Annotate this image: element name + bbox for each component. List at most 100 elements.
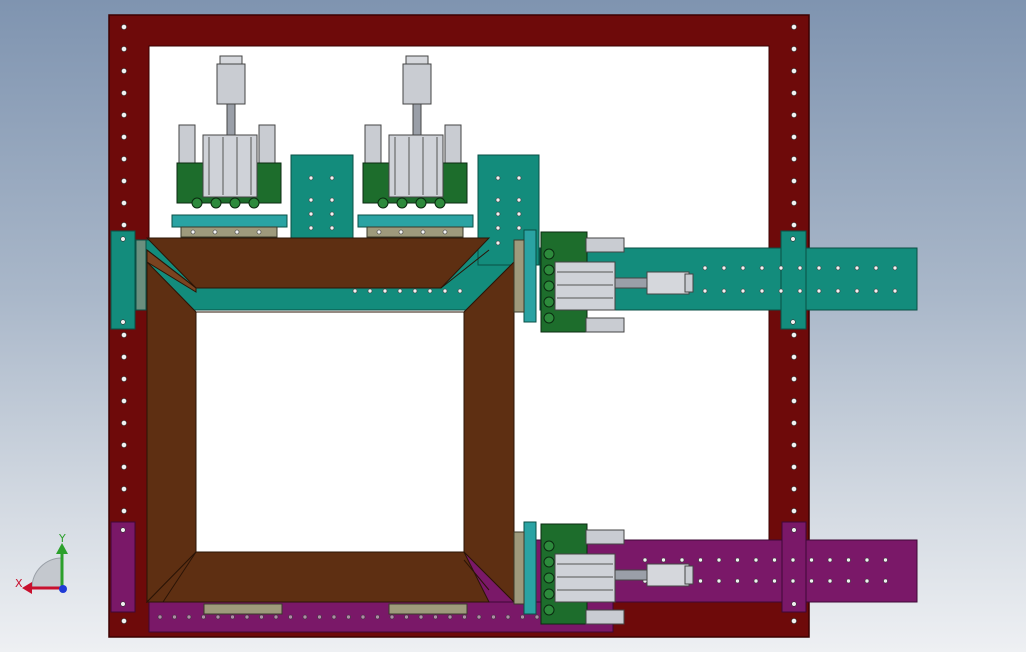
bolt-hole bbox=[790, 578, 796, 584]
bolt-hole bbox=[215, 614, 221, 620]
bolt-hole bbox=[121, 486, 127, 492]
bolt-hole bbox=[772, 578, 777, 584]
bolt-hole bbox=[121, 24, 127, 30]
bolt-hole bbox=[791, 420, 797, 426]
bottom-left-block bbox=[110, 521, 136, 613]
bolt-hole bbox=[234, 229, 240, 235]
mount-bolt bbox=[543, 572, 555, 584]
wood-frame bbox=[145, 237, 515, 615]
bolt-hole bbox=[846, 578, 851, 584]
bolt-hole bbox=[791, 376, 797, 382]
bolt-hole bbox=[398, 229, 404, 235]
bolt-hole bbox=[329, 197, 335, 203]
horizontal-push-cylinders bbox=[513, 229, 694, 625]
bolt-hole bbox=[442, 229, 448, 235]
bolt-hole bbox=[308, 197, 314, 203]
y-axis-label: Y bbox=[58, 532, 66, 545]
bolt-hole bbox=[447, 614, 453, 620]
vertical-cylinder-unit bbox=[357, 55, 474, 238]
piston-cap bbox=[684, 273, 694, 293]
bolt-hole bbox=[433, 614, 438, 620]
bolt-hole bbox=[679, 557, 685, 563]
bolt-hole bbox=[121, 200, 127, 206]
wood-bevel-line bbox=[463, 559, 490, 591]
bolt-hole bbox=[329, 211, 335, 217]
arrow-left-icon bbox=[22, 582, 32, 594]
bolt-hole bbox=[816, 265, 822, 271]
wood-inner-opening bbox=[195, 311, 465, 553]
left-teal-bracket bbox=[110, 230, 136, 330]
coordinate-triad: X Y bbox=[15, 532, 68, 594]
bolt-hole bbox=[476, 614, 482, 620]
guide-rod-right bbox=[258, 124, 276, 166]
piston-head bbox=[646, 563, 690, 587]
bolt-hole bbox=[121, 156, 127, 162]
bolt-hole bbox=[702, 288, 708, 294]
bolt-hole bbox=[791, 442, 797, 448]
bolt-hole bbox=[121, 354, 127, 360]
bolt-hole bbox=[753, 578, 759, 584]
bolt-hole bbox=[873, 288, 879, 294]
bolt-hole bbox=[642, 557, 648, 563]
bolt-hole bbox=[346, 614, 351, 620]
bolt-hole bbox=[329, 175, 335, 181]
bolt-hole bbox=[273, 614, 279, 620]
piston-cap bbox=[405, 55, 429, 65]
bottom-right-block bbox=[781, 521, 807, 613]
wood-bottom-bar bbox=[145, 551, 490, 603]
bolt-hole bbox=[791, 618, 797, 624]
bolt-hole bbox=[791, 112, 797, 118]
mount-bolt bbox=[229, 197, 241, 209]
bolt-hole bbox=[331, 614, 337, 620]
triad-quarter-sphere bbox=[31, 557, 63, 589]
wood-bevel-line bbox=[162, 551, 197, 603]
bolt-hole bbox=[121, 90, 127, 96]
bolt-hole bbox=[121, 112, 127, 118]
bolt-hole bbox=[420, 229, 426, 235]
mount-bolt bbox=[191, 197, 203, 209]
bolt-hole bbox=[121, 398, 127, 404]
bolt-hole bbox=[317, 614, 322, 620]
bottom-clamp-pad-1 bbox=[203, 603, 283, 615]
bolt-hole bbox=[462, 614, 467, 620]
bolt-hole bbox=[375, 614, 380, 620]
bolt-hole bbox=[121, 332, 127, 338]
bolt-hole bbox=[702, 265, 708, 271]
bolt-hole bbox=[791, 601, 797, 607]
bolt-hole bbox=[308, 225, 314, 231]
guide-rod-top bbox=[585, 237, 625, 253]
mount-bolt bbox=[543, 540, 555, 552]
bolt-hole bbox=[121, 442, 127, 448]
bolt-hole bbox=[835, 288, 841, 294]
bolt-hole bbox=[883, 557, 888, 563]
bolt-hole bbox=[797, 265, 803, 271]
mount-bolt bbox=[248, 197, 260, 209]
bolt-hole bbox=[121, 508, 127, 514]
bolt-hole bbox=[491, 614, 496, 620]
bolt-hole bbox=[120, 236, 126, 242]
piston-head bbox=[646, 271, 690, 295]
cylinder-body bbox=[388, 134, 444, 198]
bolt-hole bbox=[520, 614, 525, 620]
bolt-hole bbox=[382, 288, 388, 294]
bolt-hole bbox=[121, 618, 127, 624]
bolt-hole bbox=[427, 288, 433, 294]
clamp-pad bbox=[180, 226, 278, 238]
bolt-hole bbox=[172, 614, 177, 620]
bolt-hole bbox=[302, 614, 308, 620]
mount-bolt bbox=[543, 264, 555, 276]
bolt-hole bbox=[495, 211, 501, 217]
bolt-hole bbox=[716, 557, 722, 563]
bolt-hole bbox=[661, 557, 666, 563]
push-plate bbox=[523, 521, 537, 615]
bolt-hole bbox=[412, 288, 418, 294]
bolt-hole bbox=[516, 197, 522, 203]
bolt-hole bbox=[352, 288, 358, 294]
bolt-hole bbox=[516, 175, 522, 181]
guide-plate-holes bbox=[308, 175, 522, 246]
bolt-hole bbox=[797, 288, 803, 294]
bolt-hole bbox=[835, 265, 841, 271]
bolt-hole bbox=[791, 46, 797, 52]
bolt-hole bbox=[873, 265, 879, 271]
